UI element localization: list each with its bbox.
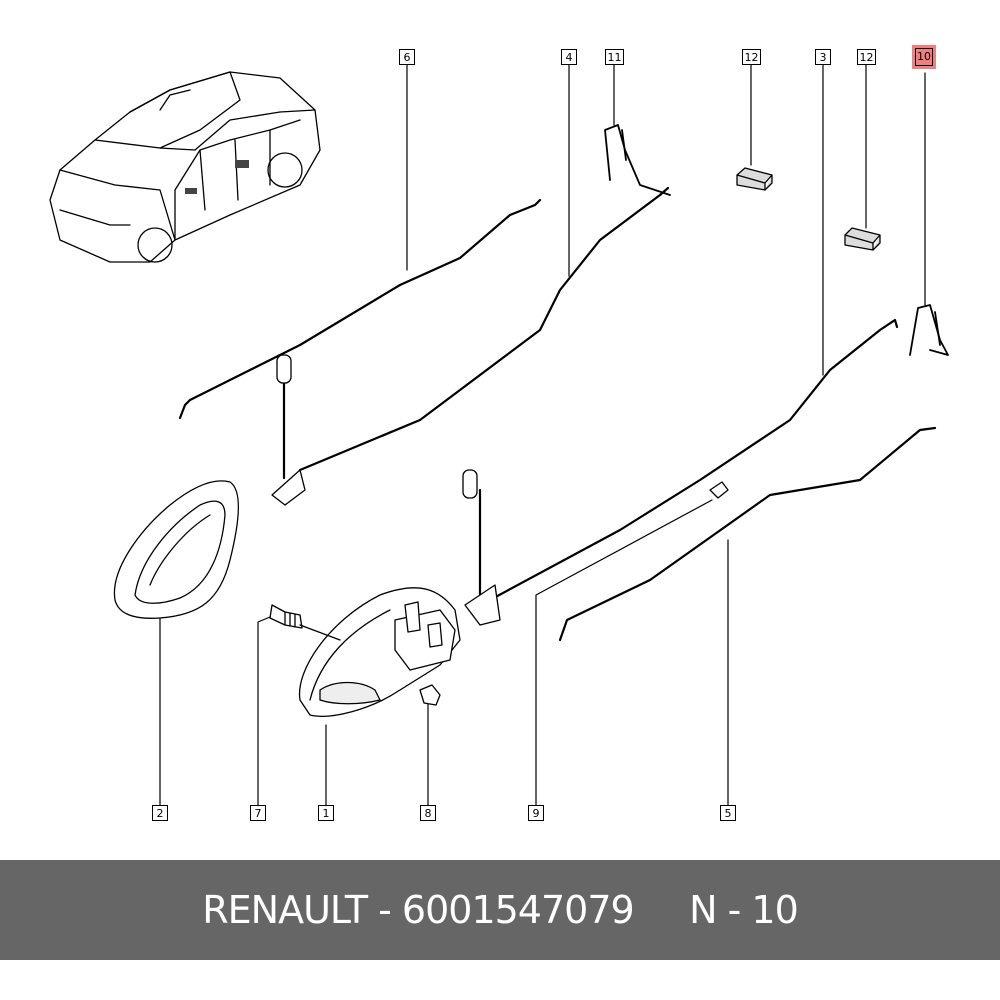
callout-2: 2 <box>152 805 168 821</box>
callout-5: 5 <box>720 805 736 821</box>
callout-10-highlighted: 10 <box>912 45 936 69</box>
clip-11 <box>604 124 671 196</box>
callout-12: 12 <box>742 49 761 65</box>
brand: RENAULT <box>202 888 368 932</box>
diagram-position: N - 10 <box>689 888 799 932</box>
callout-3: 3 <box>815 49 831 65</box>
car-illustration <box>49 71 321 263</box>
rods <box>178 186 937 642</box>
pad-12 <box>736 167 881 251</box>
rod-clips <box>271 354 729 626</box>
part-info-banner: RENAULT - 6001547079 N - 10 <box>0 860 1000 960</box>
callout-8: 8 <box>420 805 436 821</box>
separator: - <box>367 888 402 932</box>
part-number: 6001547079 <box>401 888 635 932</box>
leader-lines <box>159 64 926 806</box>
clip-10 <box>909 304 949 356</box>
callout-4: 4 <box>561 49 577 65</box>
spacer <box>634 888 689 932</box>
callout-7: 7 <box>250 805 266 821</box>
small-clip <box>419 684 441 706</box>
callout-11: 11 <box>605 49 624 65</box>
callout-9: 9 <box>528 805 544 821</box>
handle-assembly <box>298 587 461 717</box>
screw <box>269 604 303 629</box>
parts-diagram <box>49 64 949 806</box>
callout-12b: 12 <box>857 49 876 65</box>
callout-1: 1 <box>318 805 334 821</box>
callout-10: 10 <box>915 48 933 66</box>
callout-6: 6 <box>399 49 415 65</box>
handle-bezel <box>113 480 239 619</box>
